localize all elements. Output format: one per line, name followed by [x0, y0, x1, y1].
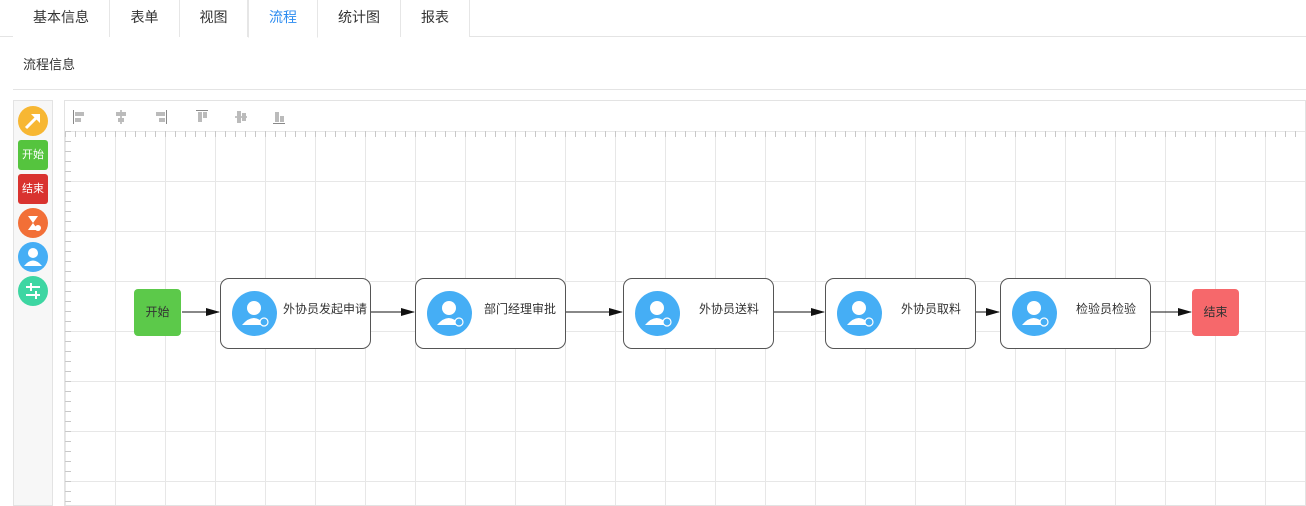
ruler-top — [65, 131, 1305, 137]
tab-view[interactable]: 视图 — [180, 0, 248, 37]
timer-user-icon[interactable] — [18, 208, 48, 238]
task-label: 部门经理审批 — [484, 302, 557, 316]
palette-start-node[interactable]: 开始 — [18, 140, 48, 170]
user-task-icon[interactable] — [18, 242, 48, 272]
align-bottom-icon[interactable] — [273, 109, 285, 124]
tab-flow[interactable]: 流程 — [248, 0, 318, 38]
task-label: 外协员发起申请 — [283, 302, 368, 316]
align-top-icon[interactable] — [196, 109, 208, 123]
tab-basic-info[interactable]: 基本信息 — [13, 0, 110, 37]
task-node[interactable]: 外协员发起申请 — [220, 278, 371, 349]
task-label: 外协员送料 — [699, 302, 760, 316]
tab-report[interactable]: 报表 — [401, 0, 470, 37]
task-label: 外协员取料 — [901, 302, 962, 316]
align-middle-icon[interactable] — [235, 109, 247, 123]
end-node[interactable]: 结束 — [1192, 289, 1239, 336]
palette-end-node[interactable]: 结束 — [18, 174, 48, 204]
ruler-left — [65, 131, 71, 505]
task-node[interactable]: 检验员检验 — [1000, 278, 1151, 349]
section-title: 流程信息 — [23, 58, 76, 73]
user-avatar-icon — [1012, 291, 1057, 336]
element-palette: 开始 结束 — [13, 100, 53, 506]
align-toolbar — [65, 101, 1305, 131]
tab-bar: 基本信息 表单 视图 流程 统计图 报表 — [0, 0, 1306, 38]
user-avatar-icon — [427, 291, 472, 336]
user-avatar-icon — [232, 291, 277, 336]
task-label: 检验员检验 — [1076, 302, 1137, 316]
task-node[interactable]: 外协员送料 — [623, 278, 774, 349]
flow-canvas[interactable]: 开始 外协员发起申请 部门经理审批 外协员送料 外协员取料 检验员检验 结束 — [64, 100, 1306, 506]
align-left-icon[interactable] — [73, 109, 85, 124]
tab-form[interactable]: 表单 — [110, 0, 180, 37]
task-node[interactable]: 部门经理审批 — [415, 278, 566, 349]
user-avatar-icon — [837, 291, 882, 336]
align-right-icon[interactable] — [155, 109, 167, 124]
divider — [13, 89, 1306, 90]
start-node[interactable]: 开始 — [134, 289, 181, 336]
user-avatar-icon — [635, 291, 680, 336]
sliders-icon[interactable] — [18, 276, 48, 306]
task-node[interactable]: 外协员取料 — [825, 278, 976, 349]
align-center-icon[interactable] — [115, 109, 127, 124]
connector-arrow-icon[interactable] — [18, 106, 48, 136]
tab-statistics-chart[interactable]: 统计图 — [318, 0, 401, 37]
